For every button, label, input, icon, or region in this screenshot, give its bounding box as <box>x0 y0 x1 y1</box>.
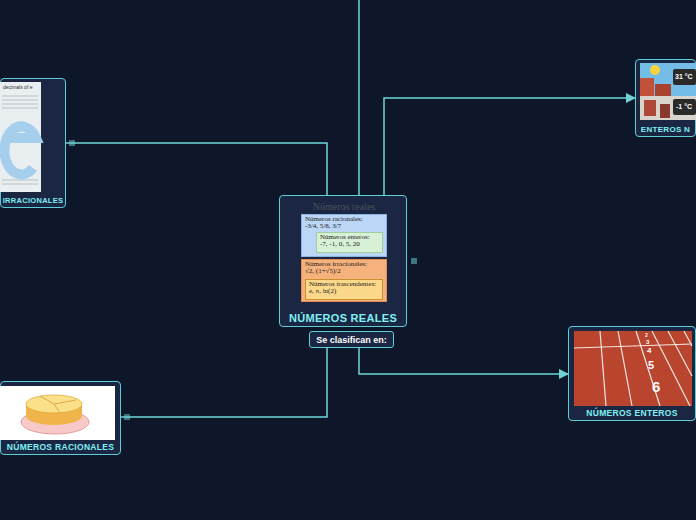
category-box: Números enteros: -7, -1, 0, 5, 20 <box>316 232 383 253</box>
category-box: Números realesNúmeros racionales: -3/4, … <box>301 200 387 304</box>
topic-card: IRRACIONALES <box>0 78 66 208</box>
category-text: Números enteros: -7, -1, 0, 5, 20 <box>320 234 370 248</box>
temperature-reading: -1 °C <box>676 103 692 110</box>
lane-number: 3 <box>646 339 649 345</box>
topic-card: NÚMEROS REALES Números realesNúmeros raci… <box>279 195 407 327</box>
relation-tag: Se clasifican en: <box>309 331 394 348</box>
topic-card: ENTEROS N <box>635 59 696 137</box>
connector-line <box>359 348 568 374</box>
topic-card: NÚMEROS RACIONALES <box>0 381 121 455</box>
collapse-icon <box>124 415 130 419</box>
category-box: Números trascendentes: e, π, ln(2) <box>305 279 383 300</box>
topic-title: NÚMEROS ENTEROS <box>569 408 695 418</box>
category-box: Números irracionales: √2, (1+√5)/2Número… <box>301 259 387 302</box>
panel-title: Números reales <box>301 201 387 212</box>
collapse-icon <box>411 259 417 263</box>
topic-title: ENTEROS N <box>636 125 695 134</box>
category-text: Números irracionales: √2, (1+√5)/2 <box>305 261 377 275</box>
image-caption: decimals of e <box>3 85 32 90</box>
topic-title: NÚMEROS REALES <box>280 312 406 324</box>
temperature-illustration <box>640 63 696 120</box>
category-text: Números trascendentes: e, π, ln(2) <box>309 281 381 295</box>
lane-number: 2 <box>645 333 648 338</box>
e-illustration <box>0 82 41 192</box>
lane-number: 6 <box>652 379 660 394</box>
cake-illustration <box>0 386 115 440</box>
lane-number: 4 <box>647 347 651 355</box>
connector-line <box>66 143 327 195</box>
connector-line <box>121 348 327 417</box>
collapse-icon <box>69 141 75 145</box>
connector-line <box>384 98 635 195</box>
lane-number: 5 <box>648 360 654 371</box>
topic-card: NÚMEROS ENTEROS <box>568 326 696 421</box>
relation-text: Se clasifican en: <box>316 335 387 345</box>
topic-title: IRRACIONALES <box>1 196 65 205</box>
topic-title: NÚMEROS RACIONALES <box>1 442 120 452</box>
leader-line <box>358 0 360 195</box>
temperature-reading: 31 °C <box>675 73 693 80</box>
category-text: Números racionales: -3/4, 5/8, 3/7 <box>305 216 369 230</box>
category-box: Números racionales: -3/4, 5/8, 3/7Número… <box>301 214 387 257</box>
track-illustration <box>574 331 692 406</box>
